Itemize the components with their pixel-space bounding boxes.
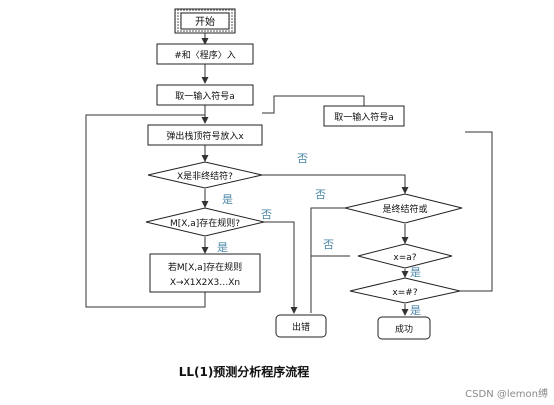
apply-rule-line2: X→X1X2X3…Xn [170,278,240,288]
edge-label-no-2: 否 [315,188,326,201]
pop-stack-label: 弹出栈顶符号放入x [166,130,244,142]
edge-loop-left [85,114,206,308]
start-node [180,12,230,30]
decision-is-nonterminal-label: X是非终结符? [177,170,233,182]
read-symbol-left-label: 取一输入符号a [175,90,235,102]
edge-label-yes-4: 是 [410,304,421,317]
decision-is-terminal [344,193,463,224]
push-program-box [156,43,254,65]
decision-is-nonterminal [147,161,263,189]
edge-xhash-no [460,131,493,292]
connectors [85,33,493,316]
decision-rule-exists [145,207,265,237]
error-node [275,314,327,338]
edge-rule-no [264,221,298,314]
success-label: 成功 [395,323,413,335]
decision-x-eq-hash [349,277,461,304]
decision-is-terminal-label: 是终结符或 [382,203,427,215]
edge-label-yes-3: 是 [410,266,421,279]
decision-rule-exists-label: M[X,a]存在规则? [170,217,240,229]
edge-nonterminal-no [262,174,409,194]
edge-read-right-back [262,95,365,114]
error-label: 出错 [292,321,310,333]
read-symbol-right-label: 取一输入符号a [334,111,394,123]
read-symbol-left-box [156,84,254,106]
apply-rule-box [149,253,261,293]
diagram-caption: LL(1)预测分析程序流程 [179,364,310,379]
decision-x-eq-a [357,243,453,269]
read-symbol-right-box [323,105,405,127]
edge-label-no-3: 否 [261,208,272,221]
decision-x-eq-hash-label: x=#? [392,288,417,298]
edge-terminal-no [310,207,345,313]
pop-stack-box [147,124,263,146]
success-node [377,316,431,340]
start-label: 开始 [195,15,215,28]
edge-label-no-4: 否 [323,238,334,251]
edge-label-no-1: 否 [297,152,308,165]
push-program-label: #和〈程序〉入 [174,49,236,61]
edge-label-yes-1: 是 [222,193,233,206]
watermark: CSDN @lemon缚 [465,387,548,400]
decision-x-eq-a-label: x=a? [393,253,416,263]
edge-label-yes-2: 是 [217,241,228,254]
apply-rule-line1: 若M[X,a]存在规则 [168,261,242,273]
